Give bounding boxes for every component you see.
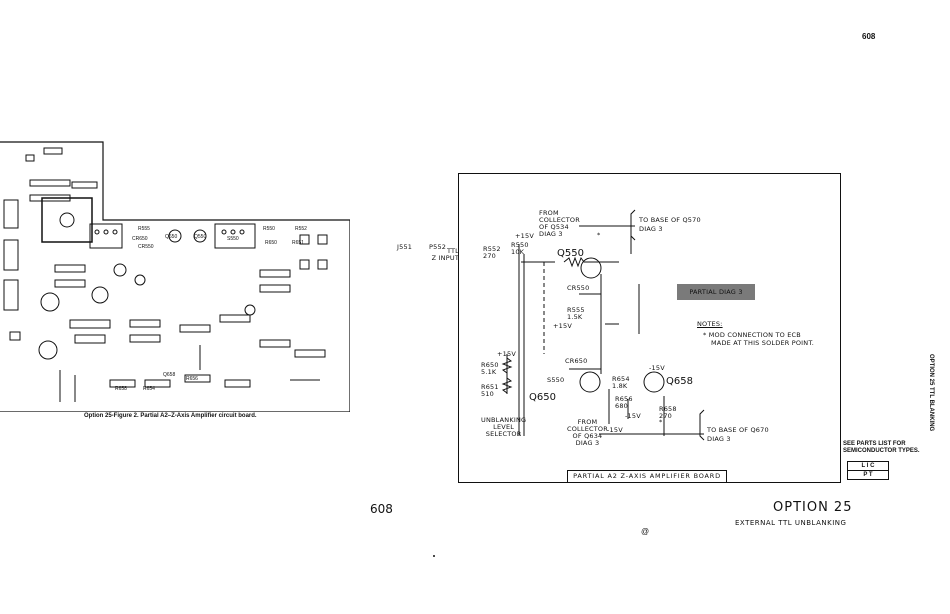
notes-title: NOTES: xyxy=(697,320,723,328)
svg-text:CR650: CR650 xyxy=(132,236,148,242)
svg-text:R658: R658 xyxy=(115,386,127,392)
figure-caption: Option 25-Figure 2. Partial A2–Z-Axis Am… xyxy=(84,413,257,419)
svg-text:Q658: Q658 xyxy=(163,372,175,378)
svg-text:R550: R550 xyxy=(263,226,275,232)
svg-text:R555: R555 xyxy=(138,226,150,232)
svg-text:R552: R552 xyxy=(295,226,307,232)
side-option-label: OPTION 25 TTL BLANKING xyxy=(928,354,934,432)
q658-label: Q658 xyxy=(666,376,693,387)
plus15v-label-low: +15V xyxy=(497,350,516,358)
svg-text:R654: R654 xyxy=(143,386,155,392)
svg-text:R650: R650 xyxy=(265,240,277,246)
p552-label: P552 xyxy=(429,243,447,251)
board-title-box: PARTIAL A2 Z-AXIS AMPLIFIER BOARD xyxy=(567,470,727,483)
option-subtitle: EXTERNAL TTL UNBLANKING xyxy=(735,519,847,527)
page-number-bottom: 608 xyxy=(370,502,393,516)
schematic-wiring xyxy=(501,209,705,441)
minus15v-label-2: -15V xyxy=(625,412,641,420)
q650-label: Q650 xyxy=(529,392,556,403)
lc-table-bottom: P T xyxy=(847,470,889,480)
notes-text: * MOD CONNECTION TO ECB MADE AT THIS SOL… xyxy=(703,331,815,347)
svg-text:R656: R656 xyxy=(186,376,198,382)
svg-text:Q550: Q550 xyxy=(194,234,206,240)
at-mark: @ xyxy=(641,527,650,536)
svg-text:R651: R651 xyxy=(292,240,304,246)
plus15v-label-mid: +15V xyxy=(553,322,572,330)
cr650-label: CR650 xyxy=(565,357,588,365)
option-title: OPTION 25 xyxy=(773,500,853,515)
stray-dot xyxy=(433,555,435,557)
svg-text:S550: S550 xyxy=(227,236,239,242)
cr550-label: CR550 xyxy=(567,284,590,292)
svg-text:Q650: Q650 xyxy=(165,234,177,240)
page-number-top: 608 xyxy=(862,32,876,41)
star-marker-top: * xyxy=(597,231,601,239)
q550-label: Q550 xyxy=(557,248,584,259)
lc-table-top: L I C xyxy=(847,461,889,471)
j551-label: J551 xyxy=(397,243,413,251)
plus15v-label-top: +15V xyxy=(515,232,534,240)
lc-table: L I C P T xyxy=(847,461,889,480)
svg-text:CR550: CR550 xyxy=(138,244,154,250)
minus15v-label-3: -15V xyxy=(607,426,623,434)
star-marker-bottom: * xyxy=(659,418,663,426)
minus15v-label-1: -15V xyxy=(649,364,665,372)
s550-label: S550 xyxy=(547,376,565,384)
partial-diag-badge: PARTIAL DIAG 3 xyxy=(677,284,755,300)
